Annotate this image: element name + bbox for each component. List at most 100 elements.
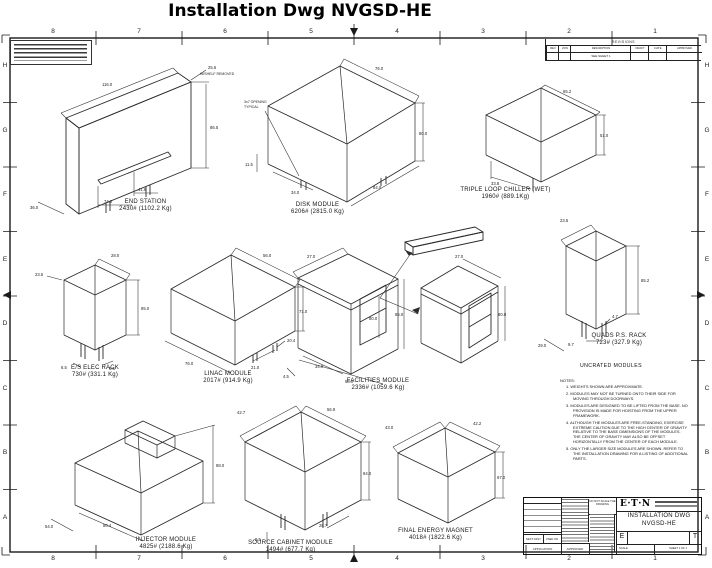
dim-label: 80.0 <box>369 316 378 321</box>
zone-label: 8 <box>51 555 55 562</box>
rev-row-description: SEE SHEET 1 <box>570 52 631 60</box>
dim-label: 67.0 <box>497 475 506 480</box>
notes-heading: UNCRATED MODULES <box>580 363 642 369</box>
dim-label: 84.0 <box>363 471 372 476</box>
dim-label: 5.5 <box>109 366 115 371</box>
module-weight: 2430# (1102.2 Kg) <box>119 206 172 213</box>
module-name: SOURCE CABINET MODULE <box>248 540 333 546</box>
rev-row-cell <box>648 52 667 60</box>
zone-label: G <box>704 127 710 134</box>
rev-col: REV <box>546 45 559 53</box>
module-caption: INJECTOR MODULE 4825# (2188.6 Kg) <box>101 537 231 551</box>
dim-label: 88.0 <box>216 463 225 468</box>
zone-label: E <box>2 256 8 263</box>
module-name: QUADS P.S. RACK <box>591 333 647 339</box>
module-caption: FACILITIES MODULE 2336# (1059.6 Kg) <box>308 378 448 392</box>
zone-label: 4 <box>395 28 399 35</box>
zone-label: D <box>2 320 8 327</box>
module-weight: 723# (327.9 Kg) <box>595 340 643 347</box>
module-name: DISK MODULE <box>295 202 340 208</box>
module-quads-ps-rack: 23.5 85.2 4.7 9.7 29.0 QUADS P.S. RACK 7… <box>538 213 663 355</box>
module-linac: 56.0 71.0 20.4 21.0 76.0 LINAC MODULE 20… <box>153 243 311 395</box>
eaton-logo: E·T·N <box>620 499 651 509</box>
zone-label: H <box>2 62 8 69</box>
module-final-energy-magnet: 43.0 42.2 67.0 FINAL ENERGY MAGNET 4018#… <box>373 418 518 546</box>
module-facilities: 27.0 85.0 80.0 34.0 58.0 4.5 27.0 80.0 F… <box>283 226 510 398</box>
size-letter: E <box>617 531 628 545</box>
dim-label: 20.4 <box>287 338 296 343</box>
module-caption: FINAL ENERGY MAGNET 4018# (1822.6 Kg) <box>373 528 498 542</box>
note-item: 3. MODULES ARE DESIGNED TO BE LIFTED FRO… <box>566 403 688 418</box>
dim-label: 56.9 <box>327 407 336 412</box>
module-name: FACILITIES MODULE <box>346 378 410 384</box>
dim-label: 21.0 <box>251 365 260 370</box>
dim-label: 80.0 <box>419 131 428 136</box>
used-on-label: USED ON <box>543 534 562 544</box>
dwg-number-cell <box>627 531 690 545</box>
rev-col: ZON <box>558 45 571 53</box>
module-weight: 2017# (914.9 Kg) <box>203 378 253 385</box>
dim-label: 25.5 <box>208 65 217 70</box>
dim-label: 23.5 <box>560 218 569 223</box>
dim-label: 23.5 <box>35 272 44 277</box>
approved-label: APPROVED <box>561 543 590 555</box>
notes-label: NOTES: <box>560 378 575 383</box>
module-caption: SOURCE CABINET MODULE 1494# (677.7 Kg) <box>223 540 358 554</box>
facilities-drawing: 27.0 85.0 80.0 34.0 58.0 4.5 27.0 80.0 <box>283 226 507 385</box>
source-cabinet-drawing: 42.7 56.9 84.0 28.7 8.5 <box>237 405 372 542</box>
logo-row: E·T·N <box>617 498 701 512</box>
zone-label: 5 <box>309 28 313 35</box>
module-name: INJECTOR MODULE <box>135 537 197 543</box>
module-caption: LINAC MODULE 2017# (914.9 Kg) <box>173 371 283 385</box>
title-line-1: INSTALLATION DWG <box>627 513 691 519</box>
note-item: 4. ALTHOUGH THE MODULES ARE FREE-STANDIN… <box>566 420 687 444</box>
dim-note: 3x7 OPENING <box>244 100 267 104</box>
zone-label: 2 <box>567 28 571 35</box>
dim-label: 8.5 <box>255 537 261 542</box>
dim-label: 34.0 <box>315 364 324 369</box>
zone-label: B <box>704 449 710 456</box>
zone-label: 4 <box>395 555 399 562</box>
es-rack-drawing: 23.5 28.0 85.0 6.5 5.5 <box>35 253 150 371</box>
injector-drawing: 88.0 54.0 80.4 <box>45 420 225 542</box>
module-triple-loop-chiller: 65.2 51.0 33.8 TRIPLE LOOP CHILLER (WET)… <box>433 83 613 211</box>
next-assy-label: NEXT ASSY <box>524 534 544 544</box>
application-rows <box>524 498 562 534</box>
dim-label: 4.7 <box>612 314 618 319</box>
dim-note: TYPICAL <box>244 105 259 109</box>
dim-label: 6.5 <box>61 365 67 370</box>
dim-label: 85.2 <box>641 278 650 283</box>
dim-label: 34.0 <box>291 190 300 195</box>
dim-label: 51.0 <box>600 133 609 138</box>
rev-col: DATE <box>648 45 667 53</box>
dim-label: 85.0 <box>141 306 150 311</box>
dim-label: 84.0 <box>373 185 382 190</box>
dim-label: 43.0 <box>385 425 394 430</box>
zone-label: C <box>704 385 710 392</box>
module-weight: 1960# (889.1Kg) <box>481 194 530 201</box>
zone-label: A <box>2 514 8 521</box>
zone-label: C <box>2 385 8 392</box>
module-caption: QUADS P.S. RACK 723# (327.9 Kg) <box>576 333 662 347</box>
zone-label: 5 <box>309 555 313 562</box>
dim-label: 27.0 <box>455 254 464 259</box>
rev-row-cell <box>546 52 559 60</box>
dim-label: 11.5 <box>245 162 254 167</box>
module-disk: 76.0 80.0 11.5 34.0 84.0 3x7 OPENING TYP… <box>243 56 433 221</box>
dim-label: 42.2 <box>473 421 482 426</box>
note-item: 1. WEIGHTS SHOWN ARE APPROXIMATE. <box>566 384 644 389</box>
zone-label: 1 <box>653 555 657 562</box>
module-injector: 88.0 54.0 80.4 INJECTOR MODULE 4825# (21… <box>43 413 233 555</box>
dim-label: 9.7 <box>568 342 574 347</box>
general-notes-microtext <box>590 514 615 552</box>
note-item: 2. MODULES MAY NOT BE TURNED ONTO THEIR … <box>566 391 676 401</box>
revision-block: REVISIONS REV ZON DESCRIPTION DRAFT DATE… <box>545 39 702 61</box>
module-name: FINAL ENERGY MAGNET <box>398 528 473 534</box>
dim-label: 85.0 <box>395 312 404 317</box>
signoff-rows <box>562 499 589 542</box>
rev-row-cell <box>558 52 571 60</box>
zone-label: 7 <box>137 28 141 35</box>
rev-col: DRAFT <box>630 45 649 53</box>
zone-label: F <box>705 191 709 198</box>
